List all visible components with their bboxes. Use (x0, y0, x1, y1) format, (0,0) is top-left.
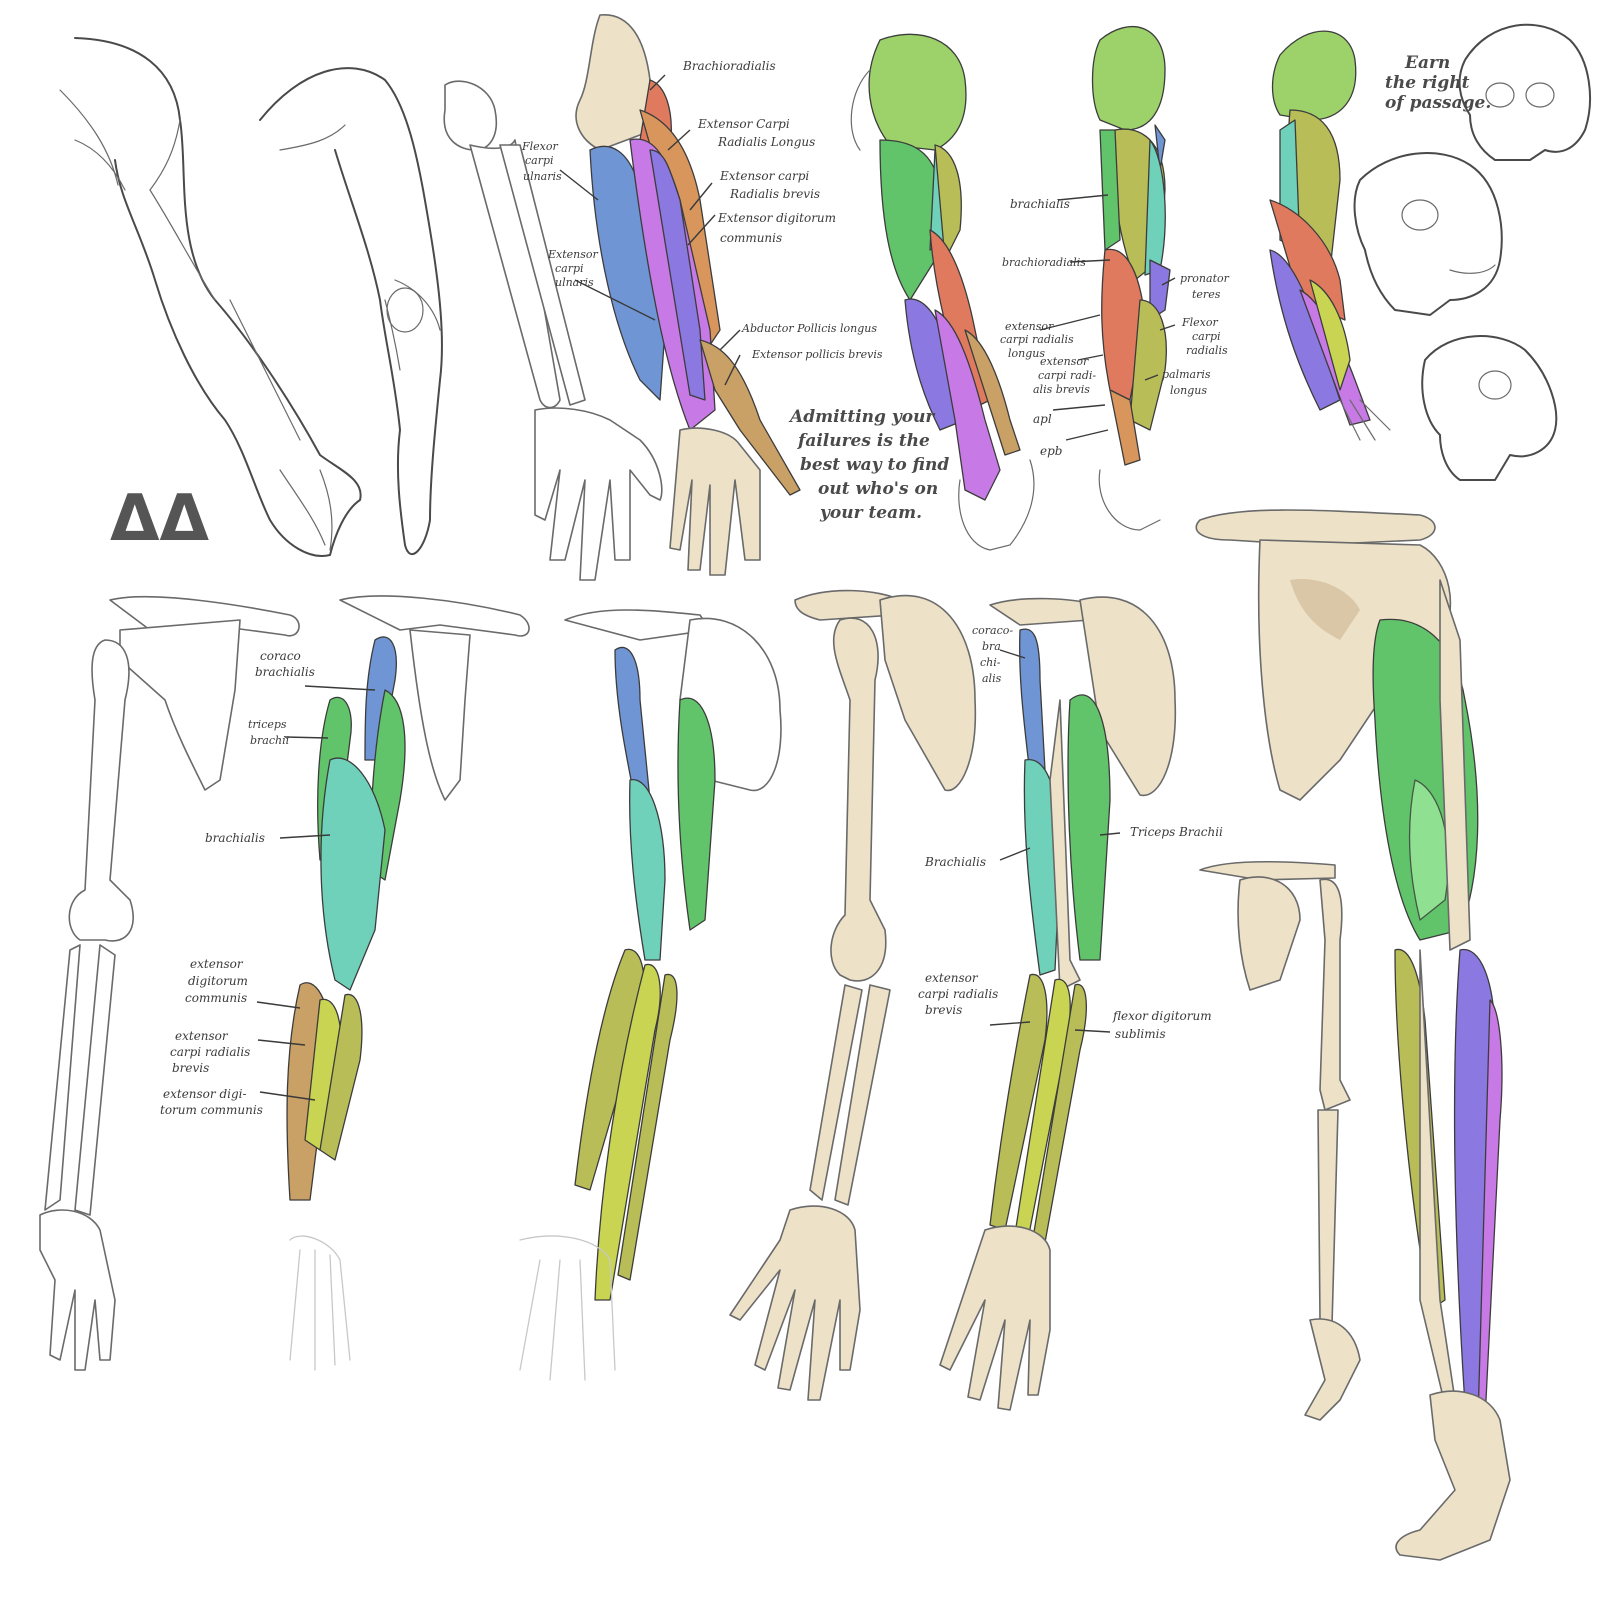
label-ecrl-1: Extensor Carpi (697, 117, 790, 131)
skull-sketch-3 (1421, 335, 1558, 481)
quote-failures-line-4: out who's on (818, 479, 938, 499)
label-ecrl-r-1: extensor (1005, 320, 1054, 333)
label-edc-l-2: digitorum (188, 974, 248, 988)
quote-failures-line-3: best way to find (800, 455, 949, 475)
label-ecrb-l-2: carpi radialis (170, 1045, 250, 1059)
label-ecrb-m-2: carpi radialis (918, 987, 998, 1001)
label-coraco-l-1: coraco (260, 649, 301, 663)
label-ecrb-l-3: brevis (172, 1061, 209, 1075)
arm-colored-front-1 (850, 33, 1035, 551)
label-apl: apl (1033, 412, 1052, 426)
label-fcu-1: Flexor (521, 140, 558, 153)
label-ecrl-2: Radialis Longus (717, 135, 815, 149)
label-edc-l-3: communis (185, 991, 247, 1005)
logo-text: ΔΔ (110, 482, 210, 556)
label-ecrb-m-1: extensor (925, 971, 979, 985)
label-edc2-l-2: torum communis (160, 1103, 263, 1117)
quote-failures-line-5: your team. (819, 503, 922, 523)
quote-failures-line-1: Admitting your (788, 407, 935, 427)
label-ecrb-r-3: alis brevis (1033, 383, 1090, 396)
arm-bottom-left-muscles (286, 595, 530, 1371)
label-brachioradialis: Brachioradialis (682, 59, 776, 73)
label-ecrb-m-3: brevis (925, 1003, 962, 1017)
skeleton-outline-arm-bottom (39, 595, 300, 1371)
leader-lines (256, 74, 1176, 1101)
forearm-extensors-labeled (575, 14, 801, 576)
label-ecrb-r-2: carpi radi- (1038, 369, 1096, 382)
label-fcu-3: ulnaris (523, 170, 562, 183)
label-ecu-2: carpi (555, 262, 584, 275)
quote-passage: Earn the right of passage. (1385, 53, 1491, 113)
label-pronator-2: teres (1192, 288, 1221, 301)
label-brachialis-r: brachialis (1010, 197, 1070, 211)
arm-outline-sketch-2 (259, 67, 443, 556)
arm-bottom-labeled-muscles (939, 596, 1177, 1411)
label-coraco-m-3: chi- (980, 656, 1001, 669)
label-ecu-1: Extensor (547, 248, 599, 261)
arm-bottom-middle-muscles (519, 609, 782, 1381)
label-edc-2: communis (720, 231, 782, 245)
quote-passage-line-2: the right (1385, 73, 1470, 93)
label-edc-l-1: extensor (190, 957, 244, 971)
label-brachioradialis-r: brachioradialis (1002, 256, 1086, 269)
label-fcr-3: radialis (1186, 344, 1228, 357)
label-epb-long: Extensor pollicis brevis (751, 348, 883, 361)
arm-skeleton-outline (443, 80, 663, 581)
arm-bottom-skeleton-beige (729, 589, 977, 1401)
label-coraco-l-2: brachialis (255, 665, 315, 679)
label-fcr-2: carpi (1192, 330, 1221, 343)
quote-passage-line-3: of passage. (1385, 93, 1491, 113)
quote-failures: Admitting your failures is the best way … (788, 407, 949, 523)
label-ecrb-2: Radialis brevis (729, 187, 820, 201)
skull-sketch-1 (1458, 23, 1591, 161)
quote-passage-line-1: Earn (1404, 53, 1450, 73)
label-coraco-m-2: bra (982, 640, 1001, 653)
label-pronator-1: pronator (1180, 272, 1230, 285)
skull-sketch-2 (1353, 152, 1503, 316)
arm-colored-front-3 (1269, 30, 1391, 441)
arm-bottom-right-large (1195, 509, 1511, 1561)
label-triceps-l-1: triceps (248, 718, 287, 731)
label-palmaris-1: palmaris (1162, 368, 1211, 381)
label-ecrb-l-1: extensor (175, 1029, 229, 1043)
arm-colored-front-2 (1091, 25, 1171, 531)
label-edc2-l-1: extensor digi- (163, 1087, 247, 1101)
label-fcu-2: carpi (525, 154, 554, 167)
label-fcr-1: Flexor (1181, 316, 1218, 329)
label-palmaris-2: longus (1170, 384, 1207, 397)
label-apl-long: Abductor Pollicis longus (741, 322, 877, 335)
label-brachialis-m: Brachialis (924, 855, 986, 869)
triangle-logo: ΔΔ (110, 482, 210, 556)
label-ecu-3: ulnaris (555, 276, 594, 289)
label-fds-m-2: sublimis (1115, 1027, 1166, 1041)
label-edc-1: Extensor digitorum (717, 211, 836, 225)
label-epb: epb (1040, 444, 1062, 458)
label-coraco-m-4: alis (982, 672, 1002, 685)
arm-outline-sketch-1 (59, 37, 362, 557)
quote-failures-line-2: failures is the (797, 431, 930, 451)
label-triceps-l-2: brachii (250, 734, 289, 747)
label-ecrb-1: Extensor carpi (719, 169, 809, 183)
label-ecrl-r-3: longus (1008, 347, 1045, 360)
label-ecrb-r-1: extensor (1040, 355, 1089, 368)
label-triceps-m: Triceps Brachii (1130, 825, 1223, 839)
label-brachialis-l: brachialis (205, 831, 265, 845)
label-coraco-m-1: coraco- (972, 624, 1013, 637)
label-fds-m-1: flexor digitorum (1112, 1009, 1212, 1023)
label-ecrl-r-2: carpi radialis (1000, 333, 1074, 346)
